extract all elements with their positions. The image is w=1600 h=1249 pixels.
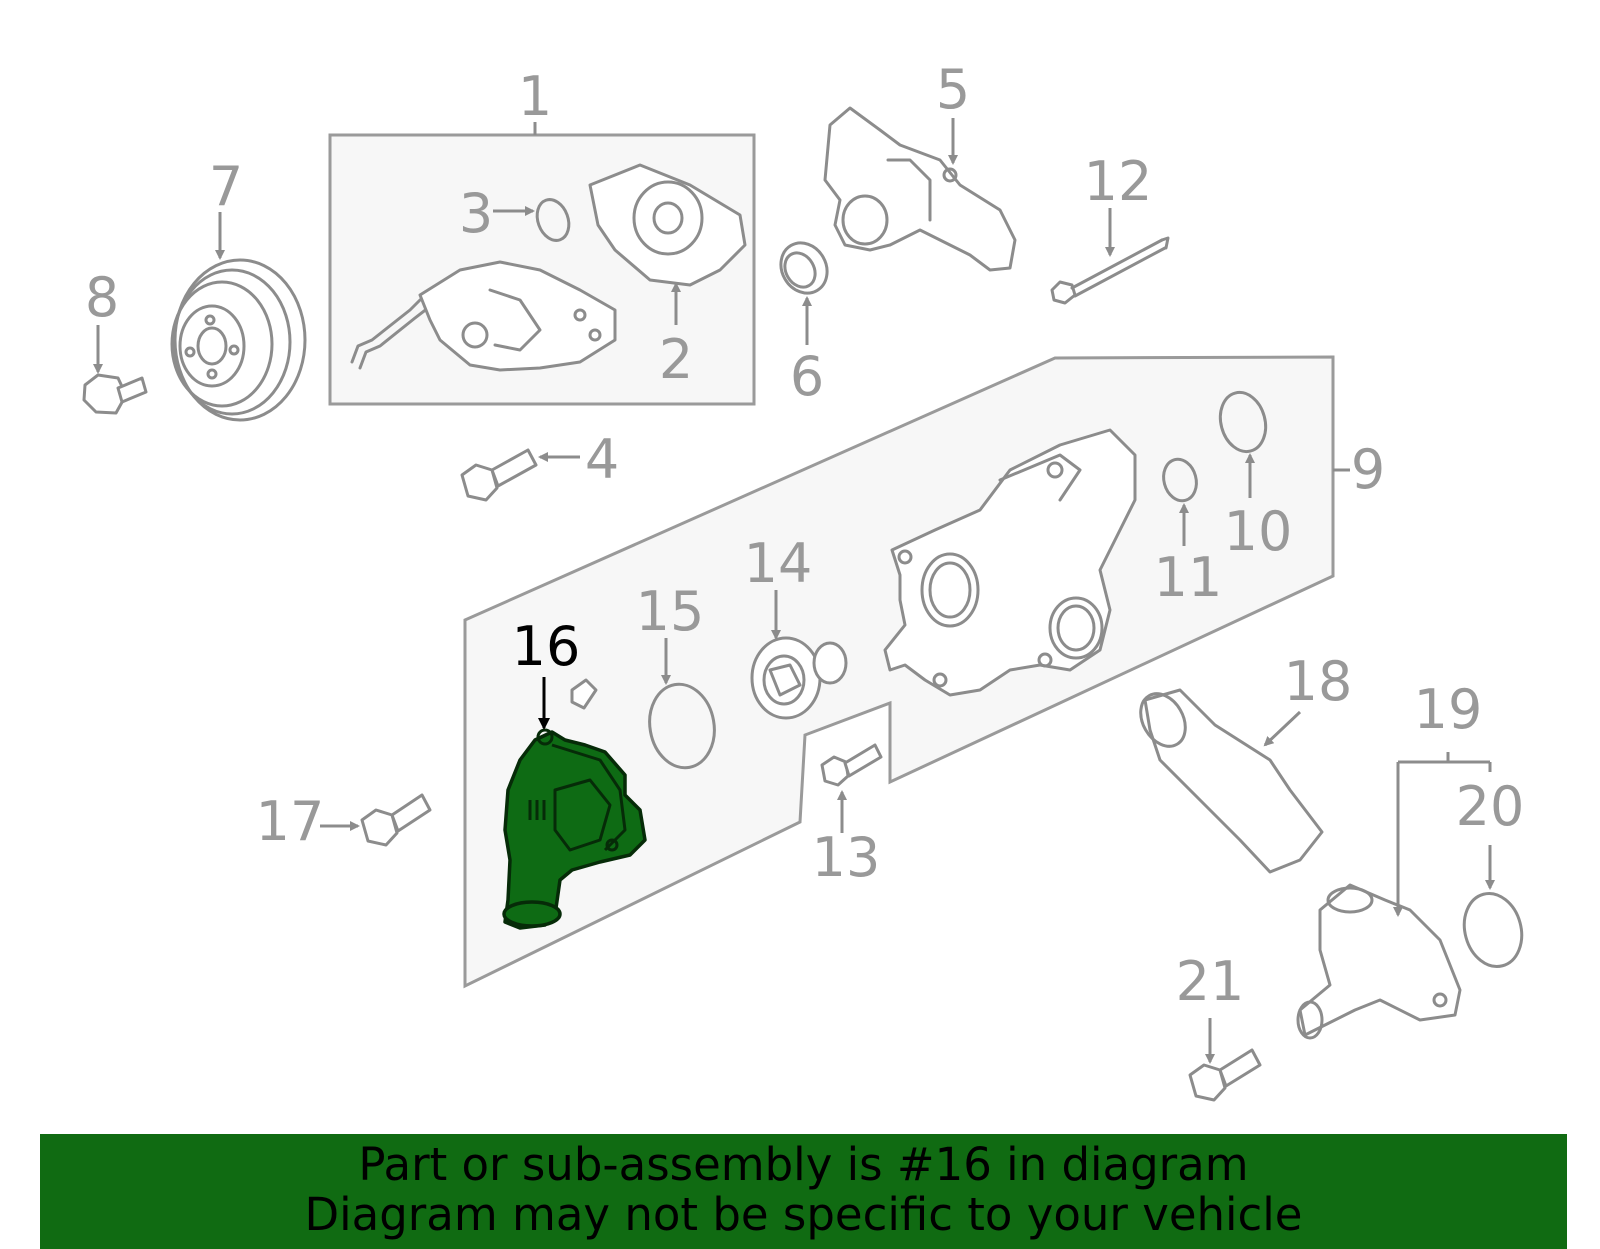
callout-17: 17 bbox=[256, 790, 325, 853]
footer-line-disclaimer: Diagram may not be specific to your vehi… bbox=[304, 1188, 1303, 1241]
callout-6: 6 bbox=[790, 345, 824, 408]
callout-7: 7 bbox=[209, 155, 243, 218]
o-ring-part-15 bbox=[648, 682, 716, 770]
thermostat-part-14 bbox=[750, 636, 848, 720]
pulley-part-7 bbox=[170, 258, 307, 422]
bolt-part-12 bbox=[1050, 236, 1170, 305]
hose-part-18 bbox=[1139, 688, 1324, 874]
thermostat-housing-part-9 bbox=[883, 428, 1137, 697]
callout-10: 10 bbox=[1224, 500, 1293, 563]
seal-part-6 bbox=[779, 241, 829, 295]
callout-11: 11 bbox=[1154, 546, 1223, 609]
pin-part-16 bbox=[570, 678, 598, 710]
footer-line-part-number: Part or sub-assembly is #16 in diagram bbox=[358, 1138, 1249, 1191]
callout-14: 14 bbox=[744, 532, 813, 595]
callout-16: 16 bbox=[512, 615, 581, 678]
water-pump-part-1 bbox=[350, 260, 617, 372]
callout-13: 13 bbox=[812, 826, 881, 889]
callout-3: 3 bbox=[459, 182, 493, 245]
callout-21: 21 bbox=[1176, 950, 1245, 1013]
callout-1: 1 bbox=[518, 65, 552, 128]
o-ring-part-3 bbox=[535, 198, 571, 242]
bolt-part-17 bbox=[360, 793, 432, 847]
bolt-part-13 bbox=[820, 743, 883, 787]
outlet-housing-part-19 bbox=[1296, 883, 1462, 1040]
callout-8: 8 bbox=[85, 266, 119, 329]
bolt-part-21 bbox=[1188, 1048, 1262, 1102]
callout-20: 20 bbox=[1456, 775, 1525, 838]
seal-part-10 bbox=[1218, 390, 1268, 454]
housing-part-5 bbox=[823, 106, 1017, 272]
callout-12: 12 bbox=[1084, 150, 1153, 213]
gasket-part-2 bbox=[588, 163, 747, 287]
callout-2: 2 bbox=[659, 328, 693, 391]
footer-banner: Part or sub-assembly is #16 in diagram D… bbox=[40, 1134, 1567, 1249]
seal-part-11 bbox=[1162, 457, 1198, 503]
callout-4: 4 bbox=[585, 428, 619, 491]
coolant-outlet-part-16 bbox=[502, 728, 647, 930]
callout-5: 5 bbox=[936, 58, 970, 121]
callout-9: 9 bbox=[1351, 438, 1385, 501]
bolt-part-4 bbox=[460, 448, 538, 502]
callout-15: 15 bbox=[636, 580, 705, 643]
seal-part-20 bbox=[1462, 892, 1524, 968]
callout-19: 19 bbox=[1414, 678, 1483, 741]
bolt-part-8 bbox=[82, 373, 148, 415]
parts-diagram: 1 2 3 4 5 6 7 8 9 10 11 12 13 14 15 16 1… bbox=[82, 58, 1525, 1102]
callout-18: 18 bbox=[1284, 650, 1353, 713]
